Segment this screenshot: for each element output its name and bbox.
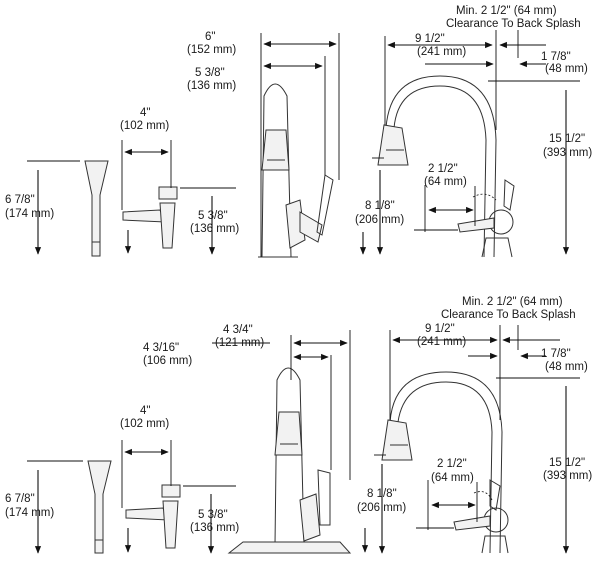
bottom-row: 6 7/8" (174 mm) 4" (102 mm) 5 3/8" (136 … xyxy=(5,296,592,554)
top-back-mm: (48 mm) xyxy=(545,63,588,75)
top-swing-mm: (64 mm) xyxy=(424,176,467,188)
top-reach-in: 9 1/2" xyxy=(415,33,445,45)
bottom-spout-height-in: 8 1/8" xyxy=(367,488,397,500)
top-row: 6 7/8" (174 mm) 4" (102 mm) 5 3/8" (136 … xyxy=(5,5,592,258)
bottom-spout-reach2-mm: (106 mm) xyxy=(143,355,192,367)
handle-width-in: 4" xyxy=(140,107,150,119)
handle-width-mm: (102 mm) xyxy=(120,120,169,132)
pulldown-faucet-front-drawing xyxy=(258,83,334,258)
top-clearance-line2: Clearance To Back Splash xyxy=(446,18,581,30)
soap-height-mm-b: (174 mm) xyxy=(5,507,54,519)
soap-height-mm: (174 mm) xyxy=(5,208,54,220)
bottom-spout-reach-in: 4 3/4" xyxy=(223,324,253,336)
bottom-swing-mm: (64 mm) xyxy=(431,472,474,484)
top-spout-height-mm: (206 mm) xyxy=(355,214,404,226)
bottom-height-in: 15 1/2" xyxy=(549,457,585,469)
top-spout-reach-in: 6" xyxy=(205,31,215,43)
top-spout-reach-mm: (152 mm) xyxy=(187,44,236,56)
handle-width-mm-b: (102 mm) xyxy=(120,418,169,430)
top-spout-height-in: 8 1/8" xyxy=(365,200,395,212)
bottom-clearance-line1: Min. 2 1/2" (64 mm) xyxy=(462,296,563,308)
pulldown-faucet-front-drawing-b xyxy=(227,367,352,554)
bottom-height-mm: (393 mm) xyxy=(543,470,592,482)
side-handle-drawing-b xyxy=(125,484,181,549)
handle-height-mm: (136 mm) xyxy=(190,223,239,235)
top-height-in: 15 1/2" xyxy=(549,133,585,145)
soap-dispenser-drawing xyxy=(84,160,109,257)
bottom-spout-height-mm: (206 mm) xyxy=(357,502,406,514)
bottom-swing-in: 2 1/2" xyxy=(437,458,467,470)
top-clearance-line1: Min. 2 1/2" (64 mm) xyxy=(456,5,557,17)
bottom-clearance-line2: Clearance To Back Splash xyxy=(441,309,576,321)
top-reach-mm: (241 mm) xyxy=(417,46,466,58)
side-handle-drawing xyxy=(122,186,178,249)
bottom-spout-reach-mm: (121 mm) xyxy=(215,337,264,349)
handle-height-in: 5 3/8" xyxy=(198,210,228,222)
handle-height-in-b: 5 3/8" xyxy=(198,509,228,521)
bottom-back-in: 1 7/8" xyxy=(541,348,571,360)
handle-height-mm-b: (136 mm) xyxy=(190,522,239,534)
soap-height-in-b: 6 7/8" xyxy=(5,493,35,505)
bottom-reach-in: 9 1/2" xyxy=(425,323,455,335)
handle-width-in-b: 4" xyxy=(140,405,150,417)
higharc-faucet-side-drawing xyxy=(377,75,515,258)
soap-dispenser-drawing-b xyxy=(87,460,112,554)
top-spout-reach2-mm: (136 mm) xyxy=(187,80,236,92)
top-spout-reach2-in: 5 3/8" xyxy=(195,67,225,79)
top-height-mm: (393 mm) xyxy=(543,147,592,159)
bottom-spout-reach2-in: 4 3/16" xyxy=(143,342,179,354)
soap-height-in: 6 7/8" xyxy=(5,194,35,206)
top-swing-in: 2 1/2" xyxy=(428,163,458,175)
bottom-back-mm: (48 mm) xyxy=(545,361,588,373)
bottom-reach-mm: (241 mm) xyxy=(417,336,466,348)
higharc-faucet-side-drawing-b xyxy=(381,371,509,554)
top-back-in: 1 7/8" xyxy=(541,51,571,63)
